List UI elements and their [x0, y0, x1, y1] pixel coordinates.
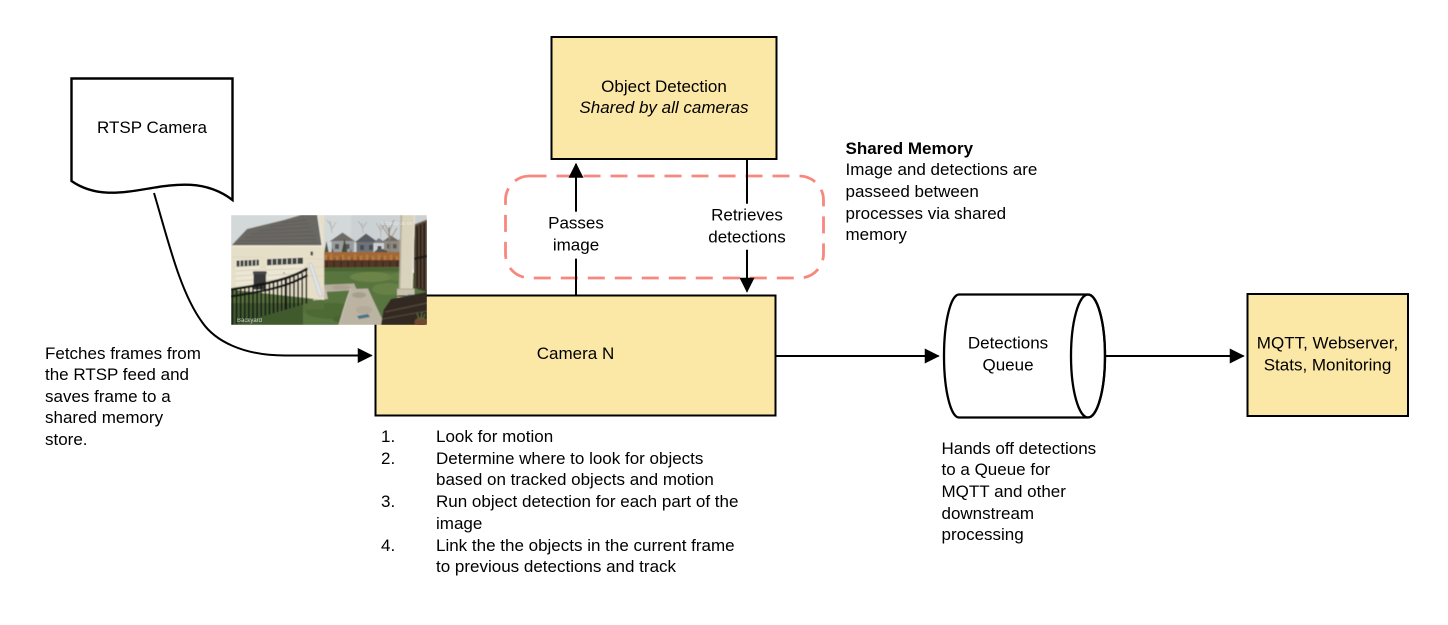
detections-queue-label: Detections Queue: [967, 333, 1049, 374]
object-detection-title: Object Detection: [601, 77, 727, 97]
camera-step-4: 4. Link the the objects in the current f…: [381, 535, 738, 578]
shared-memory-dashed-outline: [504, 174, 825, 280]
camera-n-label: Camera N: [536, 344, 615, 363]
camera-step-3: 3. Run object detection for each part of…: [381, 491, 738, 534]
photo-porch: [381, 215, 427, 325]
fetch-frames-note: Fetches frames from the RTSP feed and sa…: [45, 343, 201, 449]
passes-image-edge-label: Passes image: [544, 211, 608, 259]
object-detection-box: [550, 36, 778, 160]
camera-step-2-text: Determine where to look for objects base…: [436, 448, 714, 490]
camera-snapshot-image: Backyard 2019-02-26 09: [231, 215, 427, 325]
photo-camera-name-watermark: Backyard: [237, 318, 262, 324]
photo-bare-trees: [326, 219, 386, 238]
photo-back-fence: [322, 260, 400, 269]
rtsp-camera-label: RTSP Camera: [97, 117, 207, 137]
shared-memory-note: Shared Memory Image and detections are p…: [846, 138, 1038, 247]
object-detection-subtitle: Shared by all cameras: [579, 98, 749, 117]
camera-step-4-number: 4.: [381, 535, 396, 555]
detections-queue-cylinder-cap: [1069, 293, 1107, 419]
camera-step-1-text: Look for motion: [436, 427, 554, 446]
camera-step-4-text: Link the the objects in the current fram…: [436, 535, 735, 577]
photo-blue-object: [357, 314, 370, 319]
retrieves-detections-edge-label: Retrieves detections: [704, 203, 790, 250]
camera-step-1: 1. Look for motion: [381, 426, 738, 448]
camera-step-1-number: 1.: [381, 427, 396, 446]
arrow-rtsp-to-camera: [153, 192, 373, 363]
camera-step-2-number: 2.: [381, 448, 396, 468]
camera-step-3-number: 3.: [381, 492, 396, 512]
photo-timestamp-watermark: 2019-02-26 09: [381, 221, 413, 227]
camera-n-box: [374, 294, 777, 417]
rtsp-camera-shape: [70, 77, 234, 203]
shared-memory-note-title: Shared Memory: [845, 138, 974, 158]
camera-step-2: 2. Determine where to look for objects b…: [381, 448, 738, 491]
object-detection-label: Object Detection Shared by all cameras: [552, 37, 777, 159]
mqtt-box: [1246, 293, 1409, 417]
camera-step-3-text: Run object detection for each part of th…: [436, 492, 739, 533]
queue-handoff-note: Hands off detections to a Queue for MQTT…: [941, 438, 1097, 545]
mqtt-label: MQTT, Webserver, Stats, Monitoring: [1256, 333, 1399, 374]
photo-fence: [231, 267, 309, 325]
camera-steps-list: 1. Look for motion 2. Determine where to…: [381, 426, 738, 578]
shared-memory-note-body: Image and detections are passeed between…: [845, 160, 1038, 245]
